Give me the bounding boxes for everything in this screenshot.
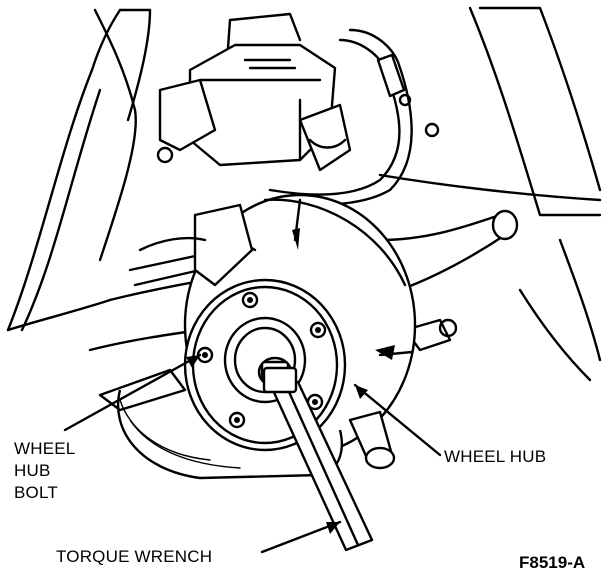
wheel-hub-bolt-label: WHEEL HUB BOLT [14,438,75,504]
fender-outline [6,8,152,332]
ball-joint [348,410,396,470]
torque-wrench [262,366,374,552]
leader-lines [63,353,442,554]
wheel-hub-bolts [196,291,327,429]
torque-wrench-label: TORQUE WRENCH [56,547,213,566]
body-panel [378,6,602,382]
knuckle [138,203,254,287]
brake-hose [268,28,413,206]
wheel-hub-bolt-label-line-2: HUB [14,461,51,480]
wheel-hub-label: WHEEL HUB [444,447,547,466]
figure-number: F8519-A [519,553,586,572]
wheel-hub [183,278,347,452]
brake-caliper [156,12,352,172]
wheel-hub-bolt-label-line-1: WHEEL [14,439,76,458]
wheel-hub-bolt-label-line-3: BOLT [14,483,58,502]
